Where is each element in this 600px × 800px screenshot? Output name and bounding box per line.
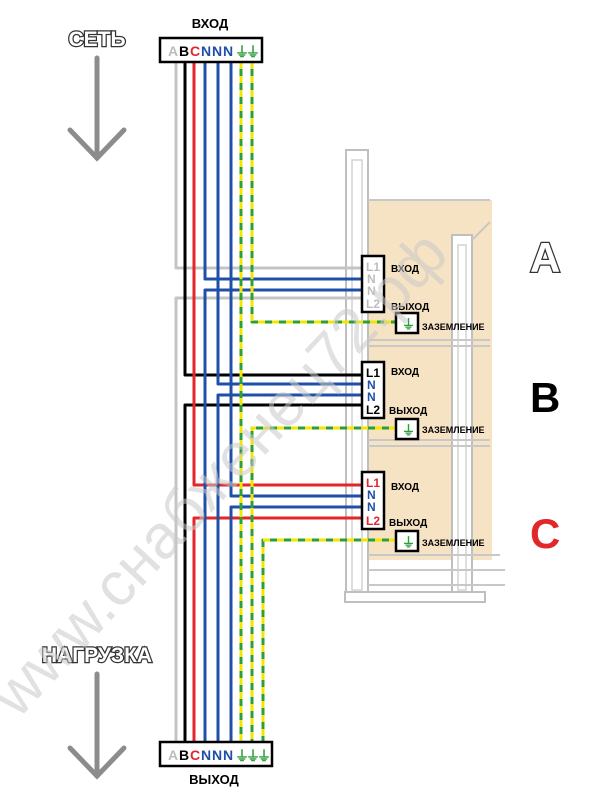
terminal-label: N [223,43,233,59]
wire-phase-b-in [183,62,362,377]
phase-c-input-label: ВХОД [391,482,419,493]
terminal-label: N [212,747,222,763]
phase-a-output-label: ВЫХОД [391,302,429,313]
phase-c-terminal-frame [360,470,386,531]
wire-ground-c [261,538,396,742]
terminal-label: N [212,43,222,59]
terminal-label: A [168,43,178,59]
phase-c-output-label: ВЫХОД [389,518,427,529]
phase-b-ground-frame [394,417,420,441]
phase-a-ground-frame [394,311,420,335]
phase-a-terminal-n: N [367,272,376,286]
ground-symbol-icon: ⏚ [235,748,249,764]
network-label: СЕТЬ [68,28,125,51]
input-terminal-frame [158,36,264,64]
terminal-label: C [190,747,200,763]
phase-b-letter: B [530,374,560,421]
wire-neutral-b-in [216,62,362,386]
phase-a-terminal-n: N [367,284,376,298]
phase-c-ground-label: ЗАЗЕМЛЕНИЕ [422,538,485,548]
terminal-label: N [201,43,211,59]
wires [174,62,398,742]
ground-symbol-icon: ⏚ [402,317,415,332]
output-terminal-block: A B C N N N ⏚ ⏚ ⏚ ВЫХОД [158,740,274,787]
wire-neutral-b-out [216,393,362,742]
ground-symbol-icon: ⏚ [246,748,260,764]
output-terminal-frame [158,740,274,768]
output-terminal-caption: ВЫХОД [189,772,239,787]
phase-c-terminal-l1: L1 [366,476,380,490]
phase-b-output-label: ВЫХОД [389,406,427,417]
wire-phase-b-out [183,403,362,742]
terminal-label: C [190,43,200,59]
phase-b-terminal-l2: L2 [366,403,380,417]
phase-a-ground-label: ЗАЗЕМЛЕНИЕ [422,322,485,332]
ground-symbol-icon: ⏚ [402,423,415,438]
output-terminal-letters: A B C N N N ⏚ ⏚ ⏚ [168,747,271,764]
rack-shelves [368,199,505,586]
phase-b-input-label: ВХОД [391,367,419,378]
wire-phase-c-in [192,62,362,487]
phase-a-terminal-l2: L2 [366,297,380,311]
input-terminal-letters: A B C N N N ⏚ ⏚ [168,43,260,60]
phase-b-terminal-frame [360,360,386,420]
terminal-label: A [168,747,178,763]
wire-phase-a-out [174,296,362,742]
down-arrow-icon [67,55,127,162]
phase-b-terminal-n: N [367,378,376,392]
phase-c-terminal-n: N [367,500,376,514]
ground-symbol-icon: ⏚ [235,44,249,60]
wire-phase-a-in [174,62,362,270]
input-terminal-block: ВХОД A B C N N N ⏚ ⏚ [158,16,264,64]
terminal-label: N [201,747,211,763]
wire-neutral-a-out [203,288,362,742]
phase-b-block: L1 N N L2 ВХОД ВЫХОД ⏚ ЗАЗЕМЛЕНИЕ B [360,360,560,441]
phase-a-terminal-frame [360,254,386,314]
phase-c-terminal-l2: L2 [366,514,380,528]
terminal-label: B [179,747,189,763]
ground-symbol-icon: ⏚ [257,748,271,764]
phase-c-terminal-n: N [367,488,376,502]
network-side: СЕТЬ [67,27,127,162]
phase-a-terminal-l1: L1 [366,260,380,274]
load-side: НАГРУЗКА [41,643,153,780]
terminal-label: B [179,43,189,59]
phase-b-ground-label: ЗАЗЕМЛЕНИЕ [422,425,485,435]
input-terminal-caption: ВХОД [192,16,229,31]
wire-ground-b [250,426,396,742]
phase-b-terminal-n: N [367,390,376,404]
phase-c-block: L1 N N L2 ВХОД ВЫХОД ⏚ ЗАЗЕМЛЕНИЕ C [360,470,560,557]
terminal-label: N [223,747,233,763]
ground-symbol-icon: ⏚ [246,44,260,60]
wire-neutral-a-in [203,62,362,281]
phase-a-input-label: ВХОД [391,264,419,275]
phase-a-letter: A [530,234,560,281]
phase-b-terminal-l1: L1 [366,366,380,380]
wire-neutral-c-in [229,62,362,498]
phase-a-block: L1 N N L2 ВХОД ВЫХОД ⏚ ЗАЗЕМЛЕНИЕ A [360,233,562,335]
phase-c-ground-frame [394,529,420,553]
down-arrow-icon [67,671,127,780]
phase-c-letter: C [530,510,560,557]
wire-phase-c-out [192,516,362,742]
wire-neutral-c-out [229,505,362,742]
ground-symbol-icon: ⏚ [402,535,415,550]
wire-ground-a [239,62,398,742]
rack-base [344,591,486,603]
load-label: НАГРУЗКА [42,644,152,667]
